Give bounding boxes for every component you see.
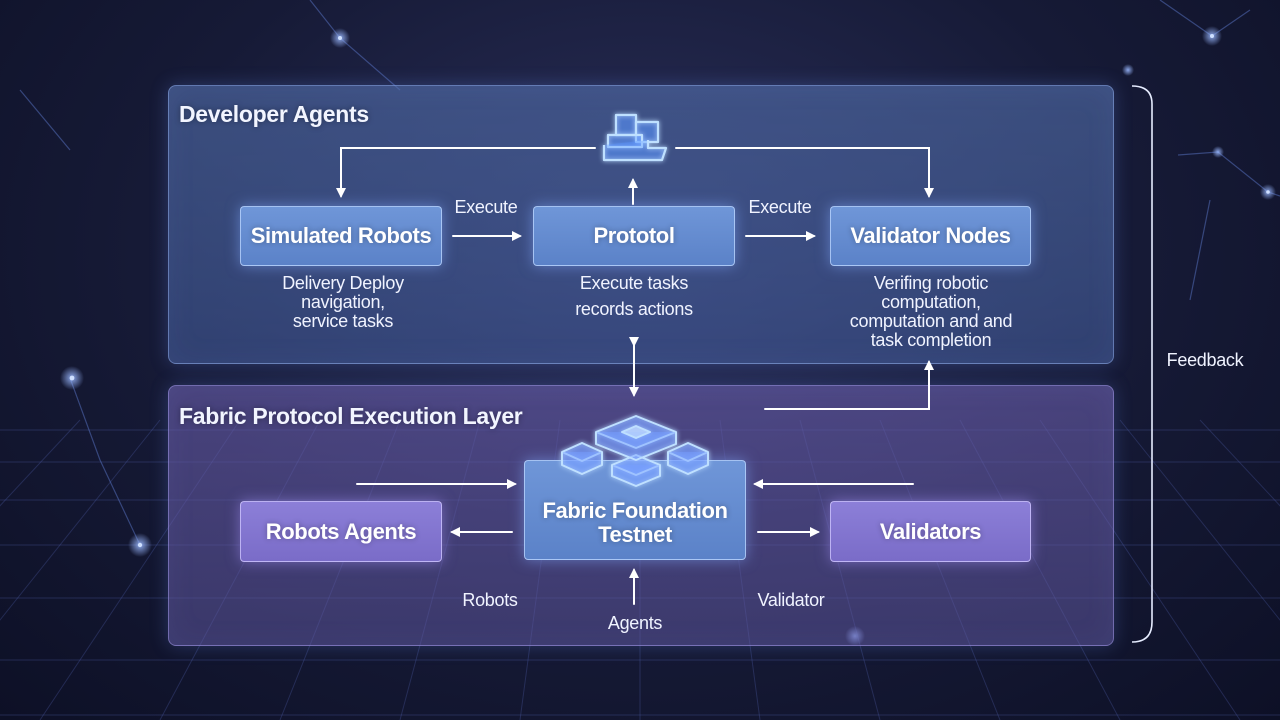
feedback-label: Feedback	[1166, 350, 1244, 370]
agents-edge-label: Agents	[607, 613, 663, 633]
validators-node[interactable]: Validators	[830, 501, 1031, 562]
execute-label-right: Execute	[748, 197, 812, 217]
robots-agents-label: Robots Agents	[265, 518, 417, 544]
simulated-robots-label: Simulated Robots	[250, 223, 432, 248]
description-line: task completion	[870, 330, 992, 350]
fabric-testnet-node[interactable]: Fabric Foundation Testnet	[524, 460, 746, 560]
protocol-description: Execute tasks records actions	[548, 274, 720, 319]
validator-nodes-node[interactable]: Validator Nodes	[830, 206, 1031, 266]
testnet-label-line1: Fabric Foundation	[542, 498, 728, 523]
validator-nodes-label: Validator Nodes	[850, 223, 1011, 248]
simulated-robots-description: Delivery Deploy navigation, service task…	[250, 274, 436, 331]
protocol-label: Prototol	[593, 223, 675, 248]
description-line: service tasks	[292, 311, 394, 331]
description-line: computation and and	[849, 311, 1013, 331]
testnet-label-line2: Testnet	[598, 522, 672, 547]
description-line: Verifing robotic	[873, 273, 989, 293]
robots-agents-node[interactable]: Robots Agents	[240, 501, 442, 562]
description-line: navigation,	[301, 292, 385, 312]
protocol-node[interactable]: Prototol	[533, 206, 735, 266]
description-line: Execute tasks	[579, 273, 689, 293]
description-line: Delivery Deploy	[282, 273, 404, 293]
description-line: records actions	[575, 299, 693, 319]
simulated-robots-node[interactable]: Simulated Robots	[240, 206, 442, 266]
validator-nodes-description: Verifing robotic computation, computatio…	[836, 274, 1026, 350]
validators-label: Validators	[879, 518, 982, 544]
developer-agents-title: Developer Agents	[179, 101, 369, 127]
validator-edge-label: Validator	[757, 590, 825, 610]
description-line: computation,	[881, 292, 981, 312]
execute-label-left: Execute	[454, 197, 518, 217]
execution-layer-title: Fabric Protocol Execution Layer	[179, 403, 523, 429]
robots-edge-label: Robots	[462, 590, 518, 610]
